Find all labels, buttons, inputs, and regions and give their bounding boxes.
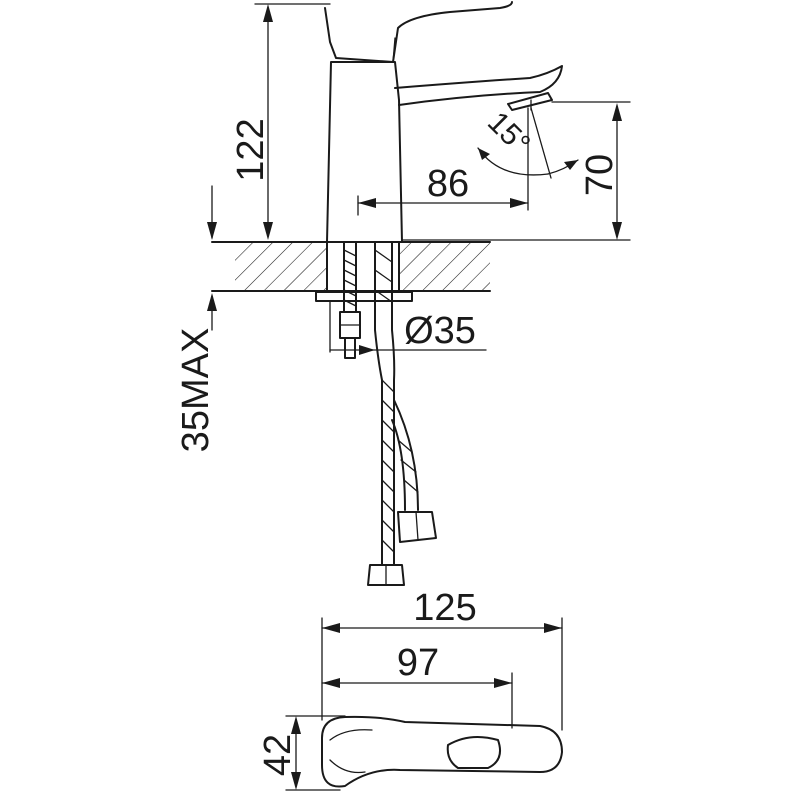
dim-42-label: 42: [257, 734, 299, 776]
fixing-assembly: [315, 241, 413, 359]
dim-86-label: 86: [427, 163, 469, 205]
dimension-lines: [207, 3, 631, 791]
handle-plan-view: [321, 715, 563, 788]
dim-70-label: 70: [579, 154, 621, 196]
dim-97-label: 97: [397, 642, 439, 684]
dim-35max-label: 35MAX: [175, 328, 217, 453]
dim-diameter-35-label: Ø35: [404, 310, 476, 352]
dim-125-label: 125: [413, 587, 476, 629]
braided-hoses: [367, 241, 437, 586]
dim-122-label: 122: [230, 118, 272, 181]
faucet-body: [324, 1, 563, 243]
